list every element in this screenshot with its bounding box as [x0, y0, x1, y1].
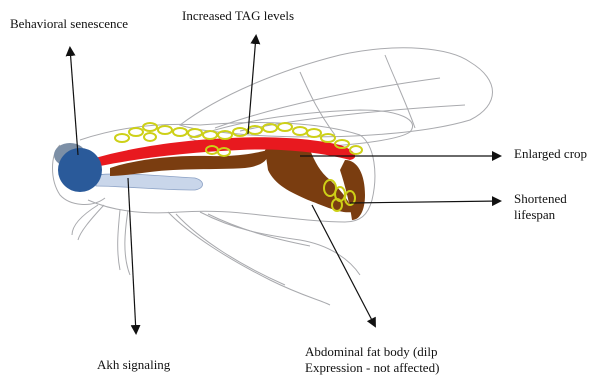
- label-akh-signaling: Akh signaling: [97, 357, 170, 373]
- arrow-shortened-lifespan: [350, 201, 500, 203]
- label-shortened-lifespan: Shortened lifespan: [514, 191, 567, 223]
- label-fat-body-line1: Abdominal fat body (dilp: [305, 344, 439, 360]
- crop: [96, 174, 203, 190]
- wings: [180, 48, 493, 148]
- label-enlarged-crop: Enlarged crop: [514, 146, 587, 162]
- label-shortened-lifespan-line1: Shortened: [514, 191, 567, 207]
- label-fat-body-line2: Expression - not affected): [305, 360, 439, 376]
- label-fat-body: Abdominal fat body (dilp Expression - no…: [305, 344, 439, 376]
- label-shortened-lifespan-line2: lifespan: [514, 207, 567, 223]
- label-increased-tag: Increased TAG levels: [182, 8, 294, 24]
- eye: [58, 148, 102, 192]
- arrow-increased-tag: [248, 36, 256, 134]
- arrow-behavioral-senescence: [70, 48, 78, 155]
- arrow-fat-body: [312, 205, 375, 326]
- arrow-akh-signaling: [128, 178, 136, 333]
- label-behavioral-senescence: Behavioral senescence: [10, 16, 128, 32]
